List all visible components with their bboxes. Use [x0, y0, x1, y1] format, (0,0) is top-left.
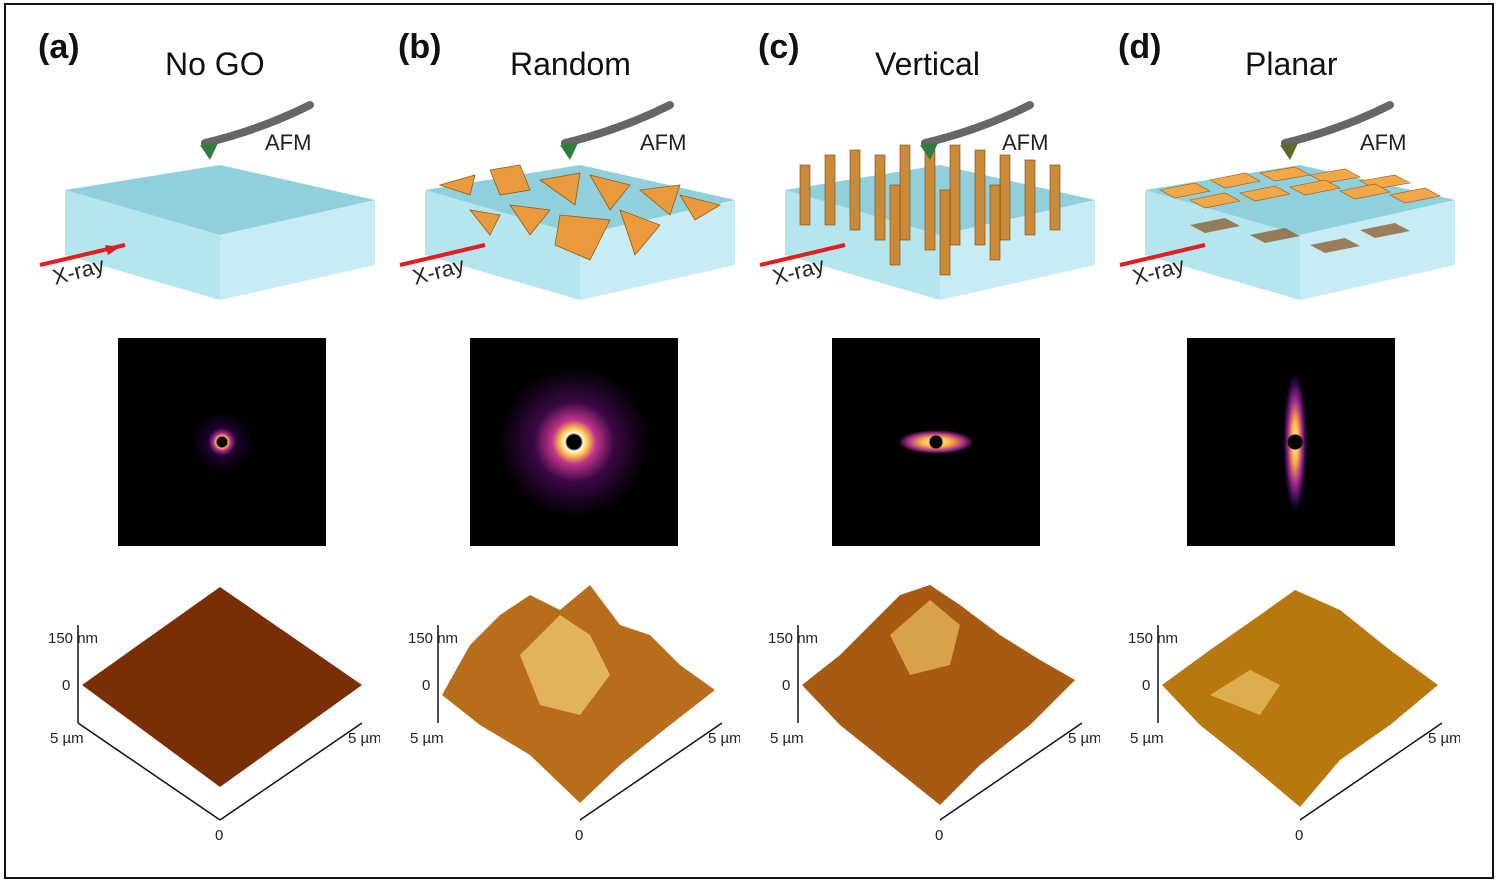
svg-text:150 nm: 150 nm — [1128, 630, 1178, 647]
svg-text:150 nm: 150 nm — [48, 630, 98, 647]
svg-text:5 µm: 5 µm — [770, 730, 804, 747]
svg-text:5 µm: 5 µm — [708, 730, 740, 747]
svg-text:0: 0 — [422, 677, 430, 694]
svg-text:0: 0 — [935, 827, 943, 844]
panel-d: (d) Planar AFM X-ray 150 nm 0 5 µm 5 µm — [1100, 0, 1460, 885]
panel-title: Random — [510, 46, 631, 82]
svg-text:5 µm: 5 µm — [410, 730, 444, 747]
schematic-vertical: AFM X-ray — [759, 101, 1095, 300]
afm-topography-no-go: 150 nm 0 5 µm 5 µm 0 — [48, 587, 380, 844]
svg-text:5 µm: 5 µm — [1068, 730, 1100, 747]
svg-text:0: 0 — [1295, 827, 1303, 844]
schematic-random: AFM X-ray — [399, 101, 735, 300]
svg-text:150 nm: 150 nm — [768, 630, 818, 647]
svg-text:AFM: AFM — [1002, 130, 1048, 155]
saxs-pattern-planar — [1187, 338, 1395, 546]
svg-text:AFM: AFM — [640, 130, 686, 155]
saxs-pattern-vertical — [832, 338, 1040, 546]
panel-label: (c) — [758, 28, 800, 66]
panel-title: No GO — [165, 46, 265, 82]
schematic-planar: AFM X-ray — [1119, 101, 1455, 300]
svg-text:AFM: AFM — [1360, 130, 1406, 155]
schematic-no-go: AFM X-ray — [39, 101, 375, 300]
figure-frame — [4, 3, 1494, 879]
svg-text:5 µm: 5 µm — [1428, 730, 1460, 747]
svg-text:0: 0 — [1142, 677, 1150, 694]
svg-text:150 nm: 150 nm — [408, 630, 458, 647]
svg-text:X-ray: X-ray — [410, 252, 467, 290]
svg-text:0: 0 — [782, 677, 790, 694]
afm-topography-planar: 150 nm 0 5 µm 5 µm 0 — [1128, 590, 1460, 844]
panel-label: (d) — [1118, 28, 1162, 66]
panel-label: (b) — [398, 28, 442, 66]
svg-text:0: 0 — [62, 677, 70, 694]
svg-text:X-ray: X-ray — [1130, 252, 1187, 290]
panel-a: (a) No GO AFM X-ray 150 nm 0 5 µm 5 µm 0 — [20, 0, 380, 885]
svg-text:X-ray: X-ray — [770, 252, 827, 290]
svg-text:0: 0 — [215, 827, 223, 844]
svg-text:0: 0 — [575, 827, 583, 844]
panel-c: (c) Vertical AFM X-ray 150 nm 0 5 µm 5 µ… — [740, 0, 1100, 885]
panel-b: (b) Random AFM X-ray 150 nm 0 5 µm 5 µm … — [380, 0, 740, 885]
panel-title: Vertical — [875, 46, 980, 82]
svg-text:5 µm: 5 µm — [50, 730, 84, 747]
svg-text:X-ray: X-ray — [50, 252, 107, 290]
afm-topography-vertical: 150 nm 0 5 µm 5 µm 0 — [768, 585, 1100, 844]
saxs-pattern-random — [470, 338, 678, 546]
panel-label: (a) — [38, 28, 80, 66]
svg-text:5 µm: 5 µm — [348, 730, 380, 747]
svg-text:5 µm: 5 µm — [1130, 730, 1164, 747]
saxs-pattern-no-go — [118, 338, 326, 546]
panel-title: Planar — [1245, 46, 1338, 82]
svg-text:AFM: AFM — [265, 130, 311, 155]
afm-topography-random: 150 nm 0 5 µm 5 µm 0 — [408, 585, 740, 844]
